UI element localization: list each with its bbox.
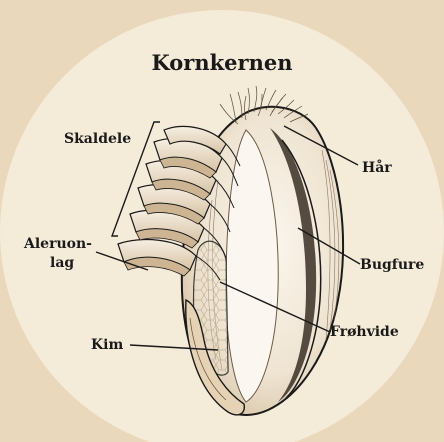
label-haar: Hår bbox=[362, 160, 392, 177]
label-frohvide: Frøhvide bbox=[330, 324, 399, 341]
label-skaldele: Skaldele bbox=[64, 131, 131, 148]
label-aleuron-line1: Aleruon- bbox=[24, 236, 92, 253]
label-kim: Kim bbox=[91, 337, 123, 354]
label-aleuron-line2: lag bbox=[50, 255, 74, 272]
label-bugfure: Bugfure bbox=[360, 257, 424, 274]
diagram-title: Kornkernen bbox=[0, 50, 444, 75]
